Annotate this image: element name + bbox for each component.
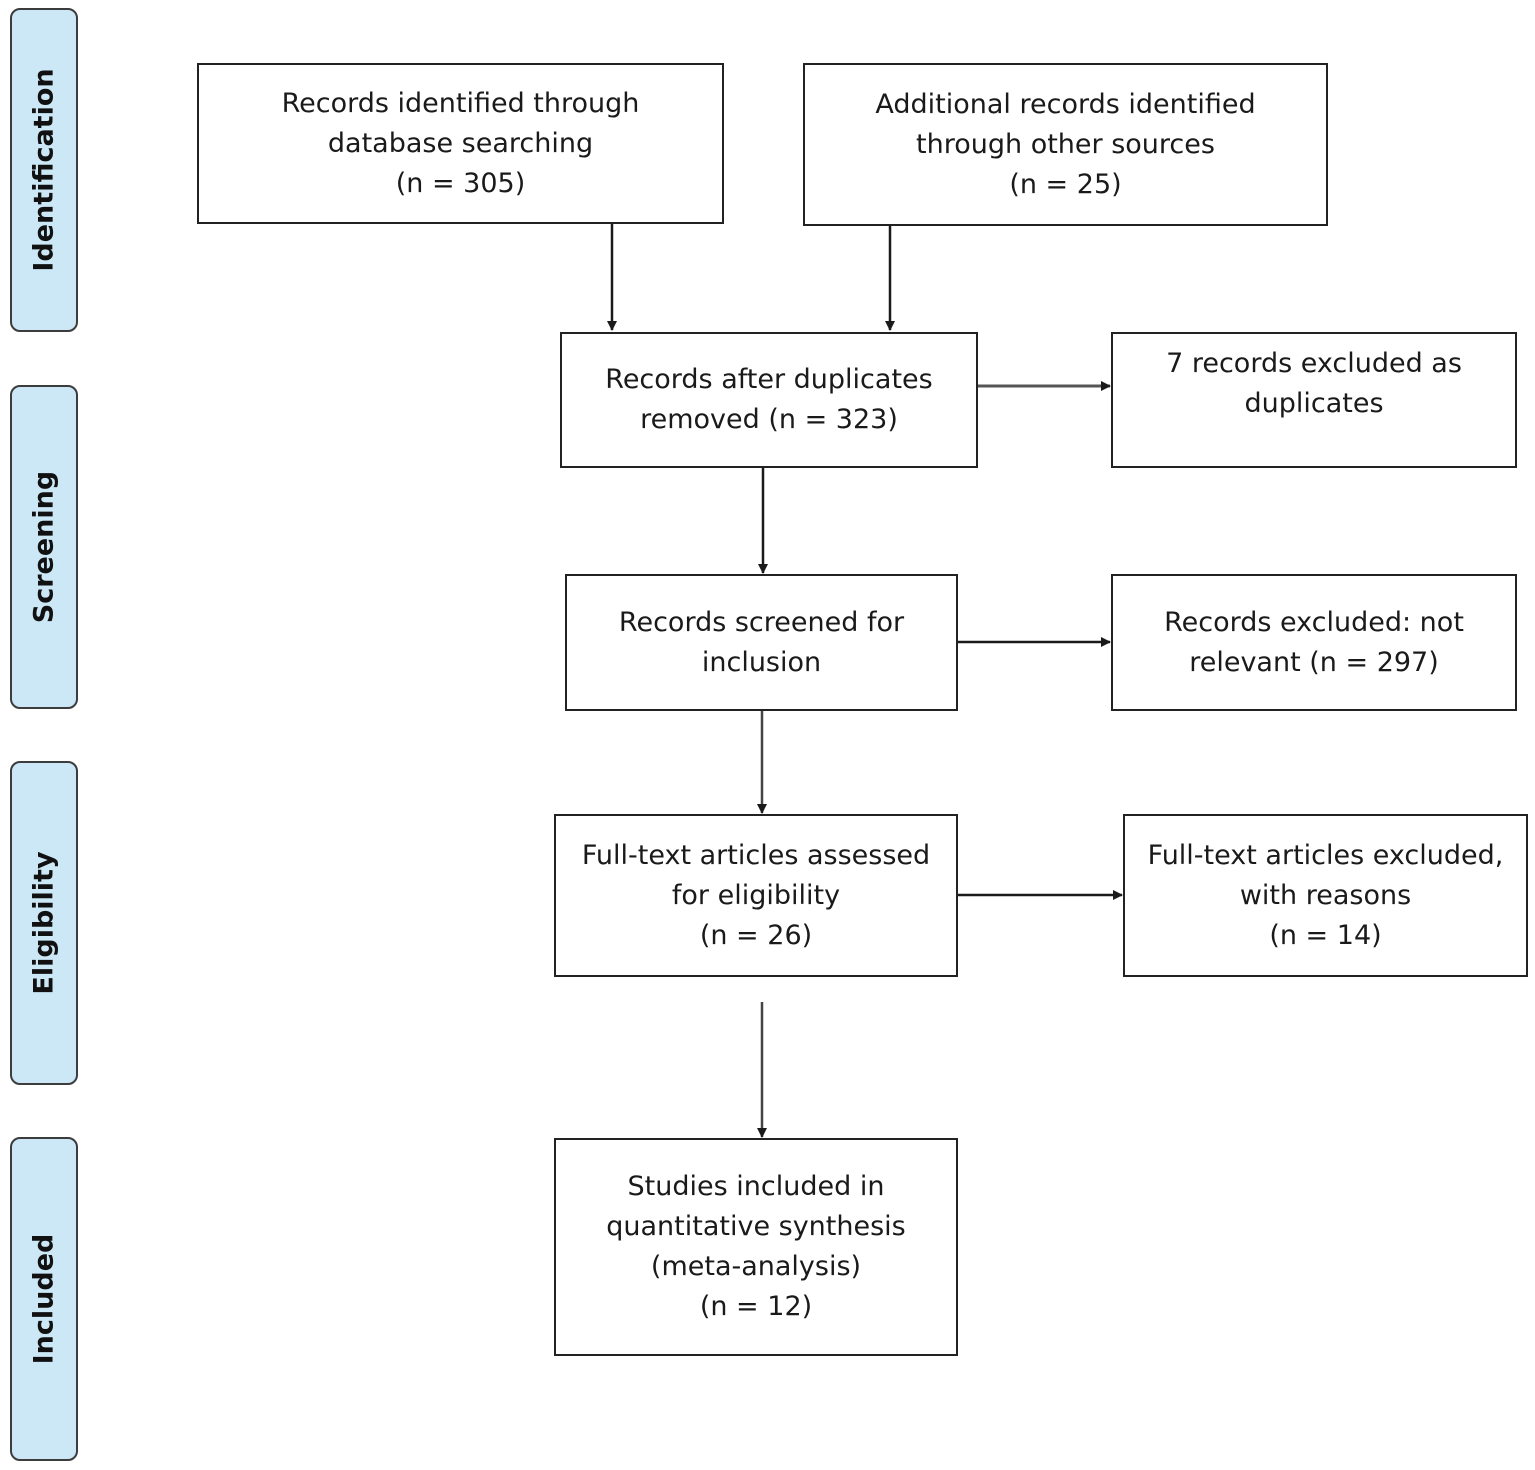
stage-label-included: Included bbox=[28, 1233, 60, 1365]
stage-eligibility: Eligibility bbox=[10, 761, 78, 1085]
stage-included: Included bbox=[10, 1137, 78, 1461]
stage-identification: Identification bbox=[10, 8, 78, 332]
box-database-records-text: Records identified through database sear… bbox=[281, 87, 640, 199]
stage-screening: Screening bbox=[10, 385, 78, 709]
box-fulltext-assessed-text: Full-text articles assessed for eligibil… bbox=[581, 839, 931, 951]
box-not-relevant: Records excluded: not relevant (n = 297) bbox=[1111, 574, 1517, 711]
stage-label-eligibility: Eligibility bbox=[28, 851, 60, 995]
box-other-records: Additional records identified through ot… bbox=[803, 63, 1328, 226]
box-screened: Records screened for inclusion bbox=[565, 574, 958, 711]
box-database-records: Records identified through database sear… bbox=[197, 63, 724, 224]
box-included-studies: Studies included in quantitative synthes… bbox=[554, 1138, 958, 1356]
box-fulltext-assessed: Full-text articles assessed for eligibil… bbox=[554, 814, 958, 977]
box-screened-text: Records screened for inclusion bbox=[618, 606, 905, 678]
stage-label-identification: Identification bbox=[28, 68, 60, 272]
box-after-duplicates: Records after duplicates removed (n = 32… bbox=[560, 332, 978, 468]
box-duplicates-excluded-text: 7 records excluded as duplicates bbox=[1166, 348, 1462, 419]
box-after-duplicates-text: Records after duplicates removed (n = 32… bbox=[605, 364, 933, 435]
box-duplicates-excluded: 7 records excluded as duplicates bbox=[1111, 332, 1517, 468]
box-fulltext-excluded-text: Full-text articles excluded, with reason… bbox=[1147, 839, 1504, 951]
box-other-records-text: Additional records identified through ot… bbox=[875, 88, 1256, 200]
box-included-studies-text: Studies included in quantitative synthes… bbox=[606, 1171, 906, 1322]
stage-label-screening: Screening bbox=[28, 470, 60, 624]
box-fulltext-excluded: Full-text articles excluded, with reason… bbox=[1123, 814, 1528, 977]
box-not-relevant-text: Records excluded: not relevant (n = 297) bbox=[1164, 606, 1464, 678]
